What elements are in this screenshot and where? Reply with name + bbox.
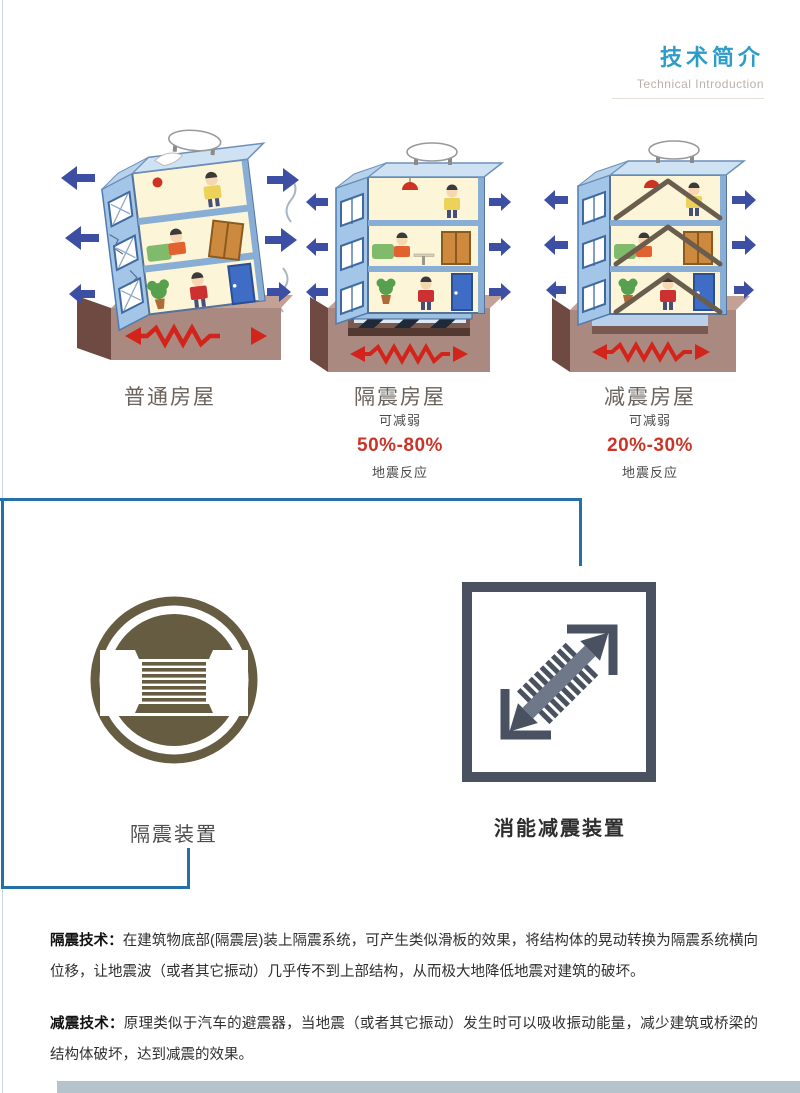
reduction-suffix: 地震反应	[371, 465, 428, 480]
paragraph-damping-tech: 减震技术：原理类似于汽车的避震器，当地震（或者其它振动）发生时可以吸收振动能量，…	[50, 1009, 758, 1071]
damper-braces	[613, 178, 723, 315]
description-paragraphs: 隔震技术：在建筑物底部(隔震层)装上隔震系统，可产生类似滑板的效果，将结构体的晃…	[50, 926, 758, 1092]
bottom-bar	[57, 1081, 800, 1093]
label-isolation-device: 隔震装置	[130, 824, 218, 846]
damped-house-illustration	[544, 140, 756, 372]
shaking-arrows	[306, 193, 511, 301]
connector-vertical-right	[579, 498, 582, 566]
ordinary-house-illustration	[61, 129, 299, 360]
shaking-arrows	[544, 190, 756, 299]
page-header: 技术简介 Technical Introduction	[612, 40, 764, 99]
energy-damper-icon	[462, 582, 656, 782]
page-title: 技术简介	[659, 45, 764, 70]
connector-horizontal-top	[0, 498, 582, 501]
isolation-bearing-icon	[90, 596, 258, 764]
label-energy-damper-device: 消能减震装置	[494, 818, 626, 840]
damped-house-reduction-note: 可减弱 20%-30% 地震反应	[570, 410, 730, 481]
reduction-suffix: 地震反应	[621, 465, 678, 480]
reduction-value: 50%-80%	[357, 435, 443, 456]
connector-stub-label	[187, 848, 190, 889]
connector-vertical-left	[1, 498, 4, 889]
paragraph-body: 在建筑物底部(隔震层)装上隔震系统，可产生类似滑板的效果，将结构体的晃动转换为隔…	[50, 933, 759, 980]
paragraph-lead: 隔震技术：	[50, 933, 123, 949]
isolated-house-reduction-note: 可减弱 50%-80% 地震反应	[320, 410, 480, 481]
reduction-value: 20%-30%	[607, 435, 693, 456]
shaking-arrows	[61, 166, 299, 304]
isolated-house-illustration	[306, 142, 511, 372]
connector-horizontal-bottom	[1, 886, 190, 889]
reduction-prefix: 可减弱	[628, 413, 671, 428]
caption-ordinary-house: 普通房屋	[124, 386, 216, 409]
paragraph-isolation-tech: 隔震技术：在建筑物底部(隔震层)装上隔震系统，可产生类似滑板的效果，将结构体的晃…	[50, 926, 758, 988]
reduction-prefix: 可减弱	[378, 413, 421, 428]
caption-damped-house: 减震房屋	[604, 386, 696, 409]
paragraph-body: 原理类似于汽车的避震器，当地震（或者其它振动）发生时可以吸收振动能量，减少建筑或…	[50, 1016, 759, 1063]
paragraph-lead: 减震技术：	[50, 1016, 124, 1032]
page-subtitle: Technical Introduction	[636, 77, 764, 91]
header-rule	[612, 98, 764, 99]
caption-isolated-house: 隔震房屋	[354, 386, 446, 409]
